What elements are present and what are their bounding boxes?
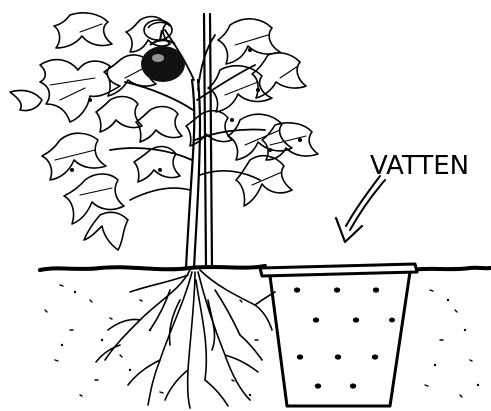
arrow-icon xyxy=(336,176,385,242)
perforated-pot-icon xyxy=(260,264,417,406)
root-system xyxy=(96,270,275,408)
ground-line-icon xyxy=(40,266,490,397)
vatten-label: VATTEN xyxy=(370,151,469,181)
